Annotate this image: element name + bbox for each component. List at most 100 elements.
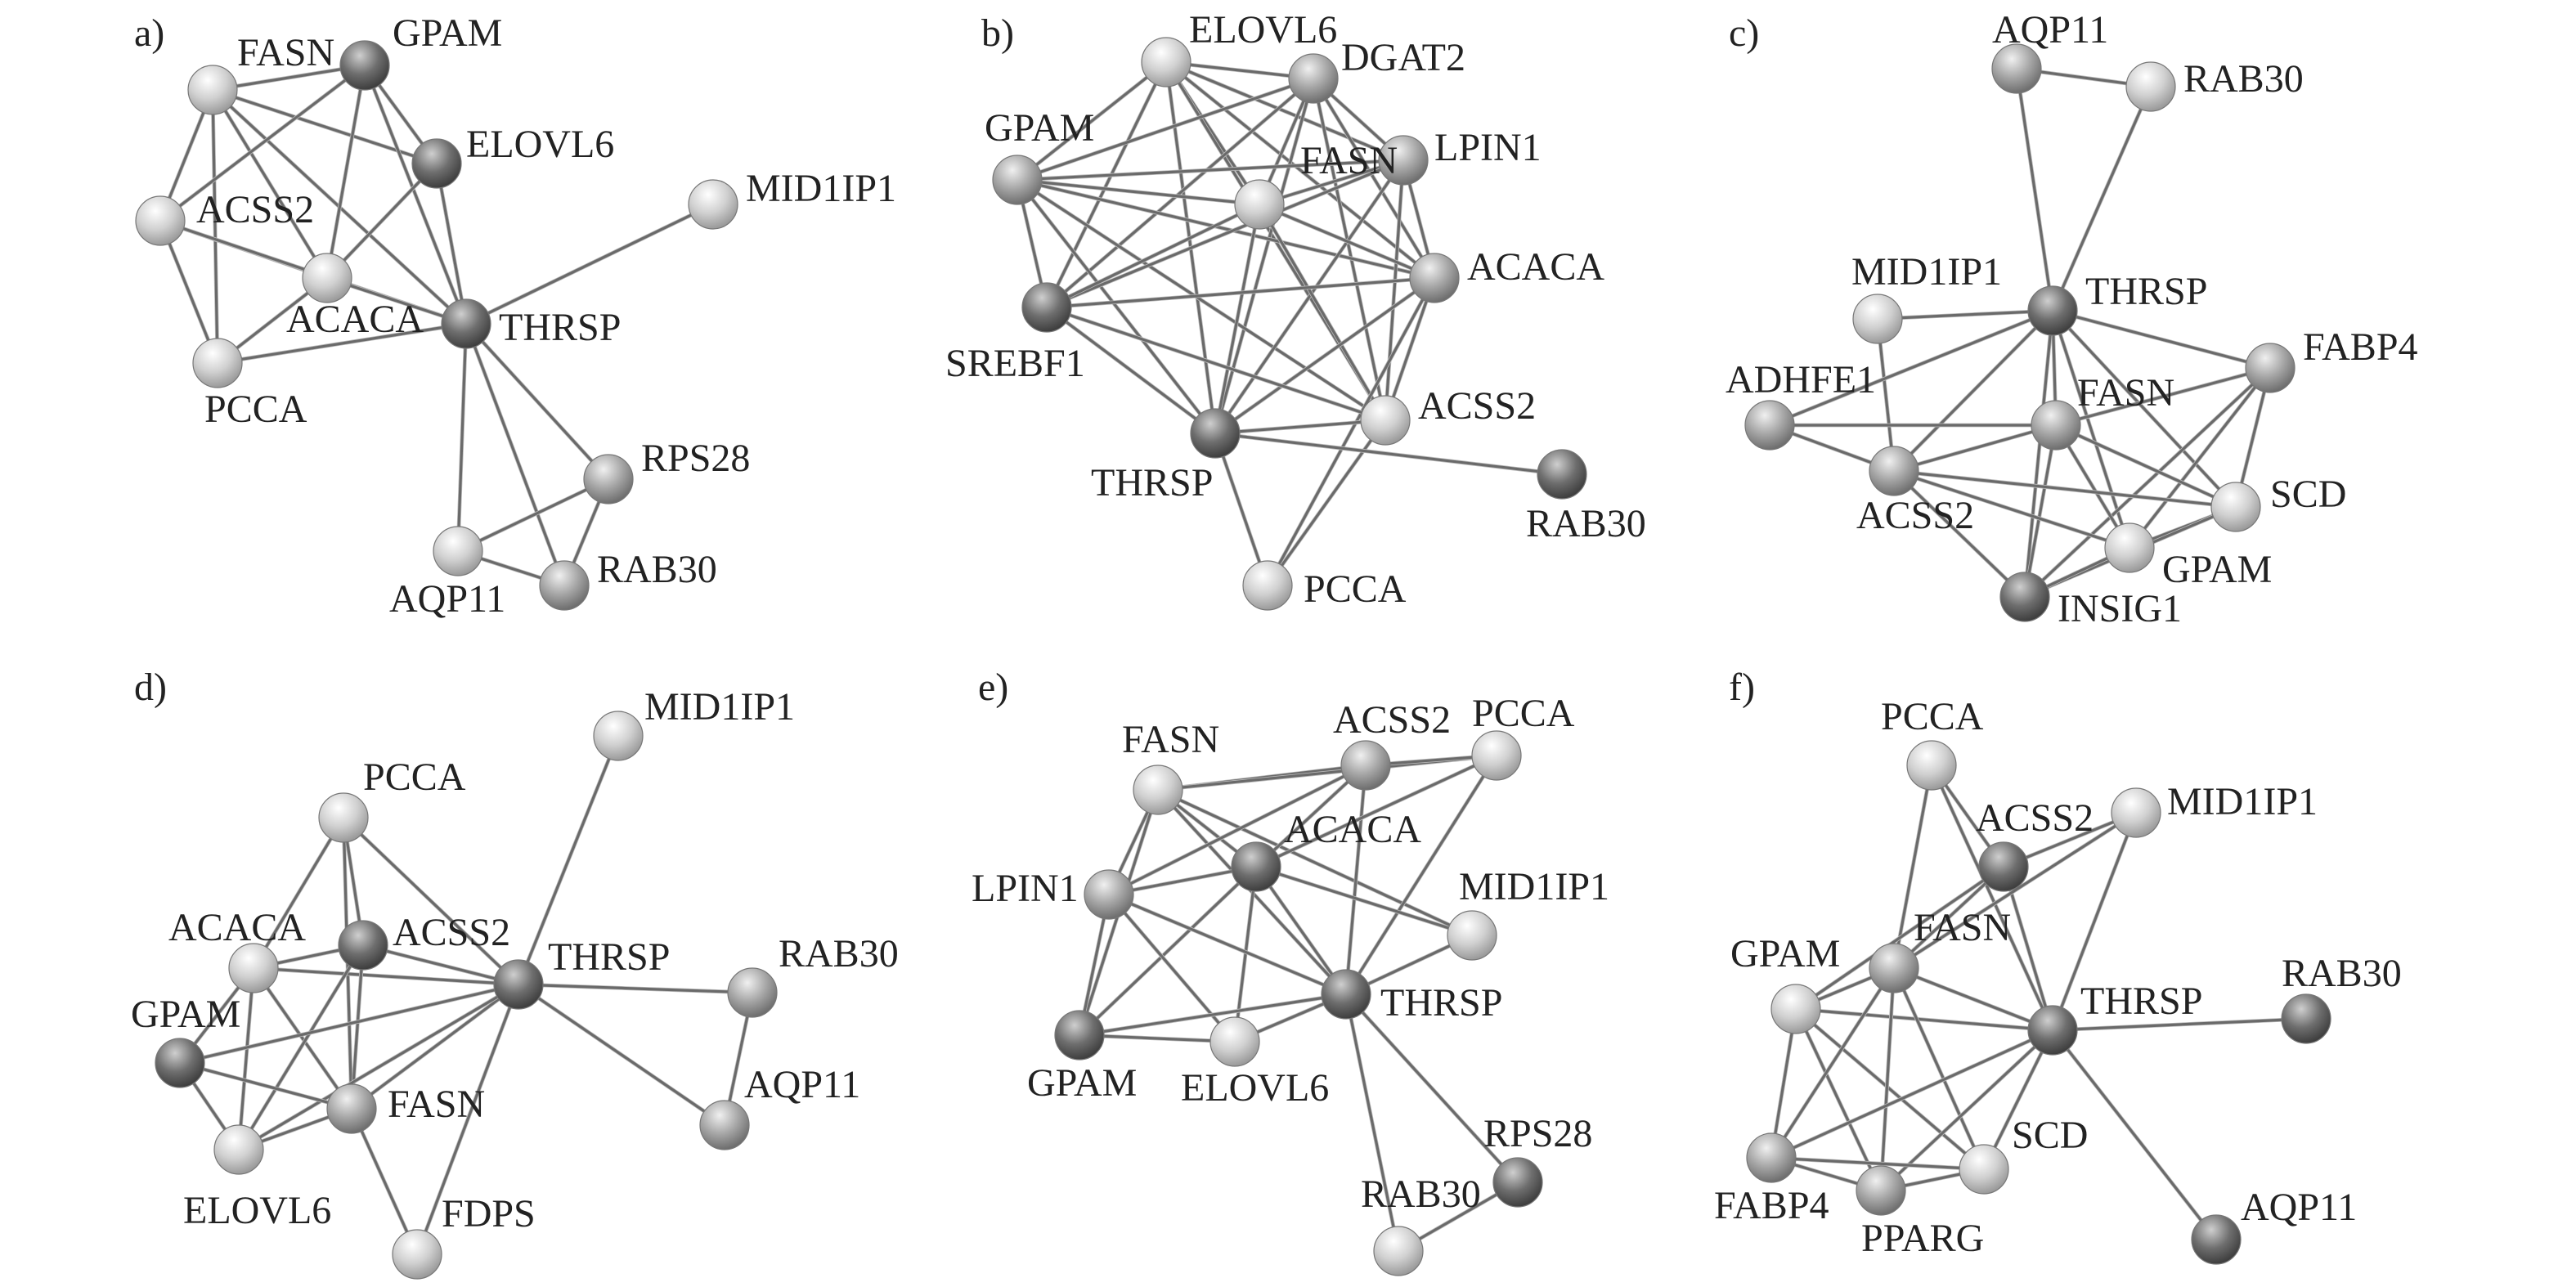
node-ACSS2[interactable]: ACSS2 [1856,446,1974,537]
node-sphere[interactable] [1242,560,1293,611]
node-FASN[interactable]: FASN [187,31,334,115]
node-ACSS2[interactable]: ACSS2 [1360,384,1536,446]
node-sphere[interactable] [2027,1005,2078,1056]
node-sphere[interactable] [1906,740,1957,791]
node-sphere[interactable] [1856,1165,1906,1216]
node-sphere[interactable] [1770,984,1821,1034]
node-SCD[interactable]: SCD [2210,473,2346,532]
node-ELOVL6[interactable]: ELOVL6 [1181,1016,1329,1110]
node-PCCA[interactable]: PCCA [192,338,307,431]
node-sphere[interactable] [1492,1157,1543,1208]
node-sphere[interactable] [2104,522,2155,573]
node-sphere[interactable] [493,959,544,1010]
node-sphere[interactable] [1190,408,1241,459]
node-sphere[interactable] [2111,787,2161,838]
node-sphere[interactable] [339,40,390,91]
node-RAB30[interactable]: RAB30 [539,548,717,611]
node-sphere[interactable] [441,298,491,349]
node-SCD[interactable]: SCD [1959,1114,2088,1195]
node-sphere[interactable] [1360,395,1411,446]
node-GPAM[interactable]: GPAM [985,106,1094,205]
node-sphere[interactable] [583,454,634,504]
node-GPAM[interactable]: GPAM [1027,1010,1137,1105]
node-sphere[interactable] [1378,135,1429,186]
node-sphere[interactable] [228,943,279,993]
node-FASN[interactable]: FASN [1869,906,2011,993]
node-sphere[interactable] [1340,740,1391,791]
node-sphere[interactable] [1991,43,2042,94]
node-sphere[interactable] [1234,179,1285,230]
node-LPIN1[interactable]: LPIN1 [1378,126,1542,186]
node-MID1IP1[interactable]: MID1IP1 [1447,865,1609,961]
node-sphere[interactable] [2125,61,2176,112]
node-sphere[interactable] [727,967,778,1018]
node-sphere[interactable] [992,155,1043,205]
node-ELOVL6[interactable]: ELOVL6 [411,123,614,189]
node-sphere[interactable] [1021,282,1072,333]
node-FASN[interactable]: FASN [1234,139,1398,230]
node-PCCA[interactable]: PCCA [1471,692,1575,781]
node-sphere[interactable] [1084,869,1134,920]
node-AQP11[interactable]: AQP11 [2191,1186,2357,1265]
node-GPAM[interactable]: GPAM [131,993,240,1088]
node-ADHFE1[interactable]: ADHFE1 [1726,358,1876,451]
node-sphere[interactable] [302,253,352,303]
node-FDPS[interactable]: FDPS [392,1192,536,1280]
node-sphere[interactable] [593,711,644,761]
node-PCCA[interactable]: PCCA [1881,695,1984,791]
node-AQP11[interactable]: AQP11 [699,1063,860,1150]
node-sphere[interactable] [1231,841,1281,892]
node-THRSP[interactable]: THRSP [2027,270,2207,336]
node-RAB30[interactable]: RAB30 [727,932,899,1018]
node-sphere[interactable] [187,65,238,115]
node-MID1IP1[interactable]: MID1IP1 [2111,780,2318,838]
node-PPARG[interactable]: PPARG [1856,1165,1984,1260]
node-sphere[interactable] [1409,253,1460,303]
node-RPS28[interactable]: RPS28 [583,437,750,504]
node-sphere[interactable] [338,920,388,971]
node-MID1IP1[interactable]: MID1IP1 [1851,250,2002,344]
node-ACACA[interactable]: ACACA [286,253,424,341]
node-MID1IP1[interactable]: MID1IP1 [688,167,896,230]
node-sphere[interactable] [1852,294,1903,344]
node-DGAT2[interactable]: DGAT2 [1288,36,1465,104]
node-sphere[interactable] [192,338,243,388]
node-GPAM[interactable]: GPAM [339,11,502,91]
node-sphere[interactable] [1744,400,1795,451]
node-sphere[interactable] [1959,1144,2009,1195]
node-sphere[interactable] [1537,449,1587,500]
node-sphere[interactable] [1999,572,2050,622]
node-ACSS2[interactable]: ACSS2 [1976,796,2094,892]
node-sphere[interactable] [411,138,462,189]
node-ACSS2[interactable]: ACSS2 [135,188,314,246]
node-RAB30[interactable]: RAB30 [1526,449,1646,545]
node-ACACA[interactable]: ACACA [168,906,306,993]
node-RPS28[interactable]: RPS28 [1483,1112,1592,1208]
node-RAB30[interactable]: RAB30 [2125,57,2304,112]
node-sphere[interactable] [1447,910,1497,961]
node-RAB30[interactable]: RAB30 [2281,952,2402,1044]
node-GPAM[interactable]: GPAM [1730,932,1840,1034]
node-sphere[interactable] [2281,993,2331,1044]
node-PCCA[interactable]: PCCA [1242,560,1407,611]
node-sphere[interactable] [1321,969,1371,1020]
node-THRSP[interactable]: THRSP [1091,408,1241,504]
node-sphere[interactable] [1869,446,1919,496]
node-sphere[interactable] [213,1124,264,1175]
node-GPAM[interactable]: GPAM [2104,522,2272,591]
node-ELOVL6[interactable]: ELOVL6 [183,1124,331,1232]
node-sphere[interactable] [1209,1016,1260,1067]
node-FASN[interactable]: FASN [326,1083,485,1134]
node-sphere[interactable] [318,792,369,843]
node-RAB30[interactable]: RAB30 [1361,1173,1481,1276]
node-sphere[interactable] [1054,1010,1105,1061]
node-sphere[interactable] [155,1038,205,1088]
node-sphere[interactable] [699,1100,750,1150]
node-MID1IP1[interactable]: MID1IP1 [593,685,795,761]
node-PCCA[interactable]: PCCA [318,756,466,843]
node-sphere[interactable] [1471,730,1522,781]
node-ACSS2[interactable]: ACSS2 [1333,698,1451,791]
node-THRSP[interactable]: THRSP [493,935,670,1010]
node-sphere[interactable] [539,560,590,611]
node-sphere[interactable] [2191,1214,2242,1265]
